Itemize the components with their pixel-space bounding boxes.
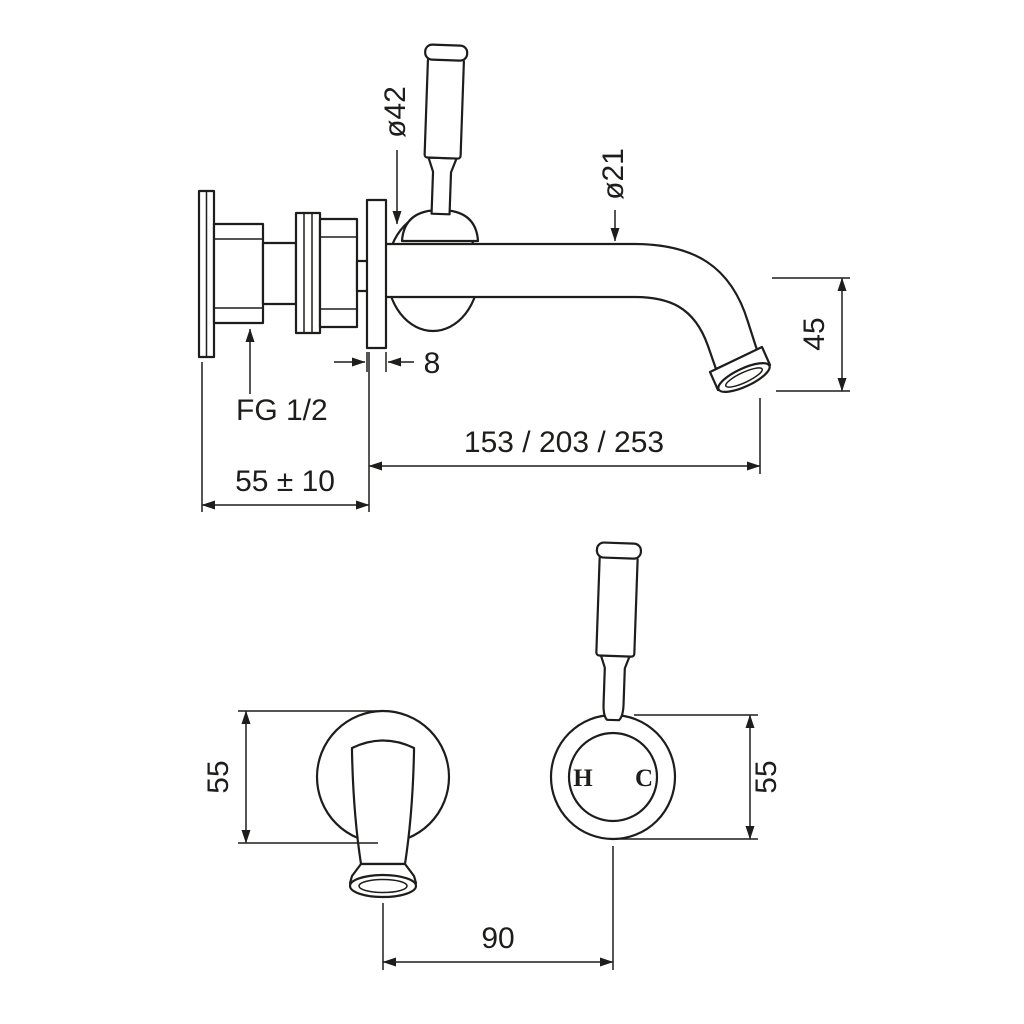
dimension-spout-flange-height: 55	[202, 710, 378, 844]
spout-front-view	[315, 709, 451, 899]
lever-handle	[400, 43, 480, 243]
dimension-handle-diameter: ø42	[379, 86, 412, 225]
spout-drop-label: 45	[798, 317, 831, 350]
front-view: H C	[315, 541, 677, 899]
dimension-spout-drop: 45	[772, 277, 850, 392]
dimension-flange-thickness: 8	[334, 347, 440, 380]
dimension-handle-flange-height: 55	[620, 714, 783, 840]
spout	[374, 242, 772, 393]
handle-flange-height-label: 55	[750, 760, 783, 793]
dimension-inlet-thread: FG 1/2	[236, 328, 328, 427]
inlet-thread-label: FG 1/2	[236, 394, 328, 427]
spout-tube-front	[350, 739, 416, 866]
mounting-nut	[318, 217, 359, 329]
handle-escutcheon-inner	[567, 731, 659, 823]
dimension-spout-diameter: ø21	[597, 148, 630, 242]
wall-depth-label: 55 ± 10	[235, 465, 335, 498]
dimension-wall-depth: 55 ± 10	[201, 362, 370, 512]
wall-plate	[197, 189, 216, 359]
lever-front	[595, 541, 643, 722]
dimension-centre-distance: 90	[382, 846, 614, 970]
centre-distance-label: 90	[481, 922, 514, 955]
flange-thickness-label: 8	[424, 347, 441, 380]
side-view	[197, 43, 772, 393]
dimension-spout-reach: 153 / 203 / 253	[368, 352, 761, 512]
valve-body	[212, 211, 370, 335]
hot-indicator: H	[573, 765, 593, 792]
spout-diameter-label: ø21	[597, 148, 630, 200]
escutcheon-flange	[365, 198, 388, 350]
spout-flange-height-label: 55	[202, 760, 235, 793]
spout-reach-label: 153 / 203 / 253	[464, 426, 664, 459]
handle-front-view: H C	[549, 541, 677, 841]
cold-indicator: C	[635, 765, 653, 792]
handle-diameter-label: ø42	[379, 86, 412, 138]
